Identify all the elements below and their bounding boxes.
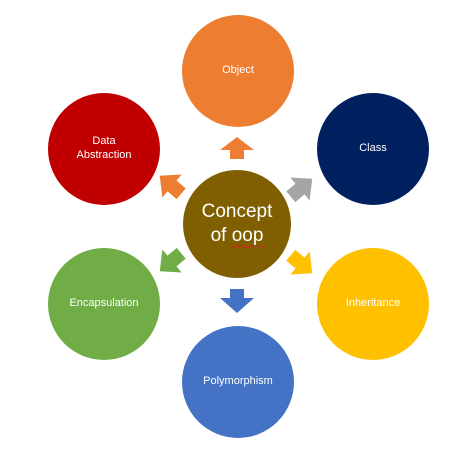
node-label-polymorphism: Polymorphism	[203, 375, 273, 388]
node-label-inheritance: Inheritance	[345, 297, 401, 310]
node-label-object: Object	[222, 64, 254, 77]
center-node: Concept of oop	[183, 170, 291, 278]
node-label-class: Class	[359, 142, 387, 155]
center-label-of: of	[210, 225, 227, 246]
arrow-to-class	[286, 177, 313, 203]
node-class: Class	[317, 93, 429, 205]
center-label: Concept of oop	[202, 200, 273, 248]
center-label-line1: Concept	[201, 201, 273, 223]
arrow-to-encapsulation	[159, 247, 186, 273]
node-data-abstraction: Data Abstraction	[48, 93, 160, 205]
node-polymorphism: Polymorphism	[182, 326, 294, 438]
node-inheritance: Inheritance	[317, 248, 429, 360]
arrow-to-polymorphism	[220, 289, 254, 313]
node-encapsulation: Encapsulation	[48, 248, 160, 360]
arrow-to-data-abstraction	[159, 174, 186, 200]
arrow-to-inheritance	[286, 249, 313, 275]
arrow-to-object	[220, 137, 254, 159]
center-label-oop: oop	[231, 225, 264, 246]
node-label-encapsulation: Encapsulation	[69, 297, 139, 310]
node-object: Object	[182, 15, 294, 127]
node-label-data-abstraction: Data Abstraction	[76, 135, 132, 161]
